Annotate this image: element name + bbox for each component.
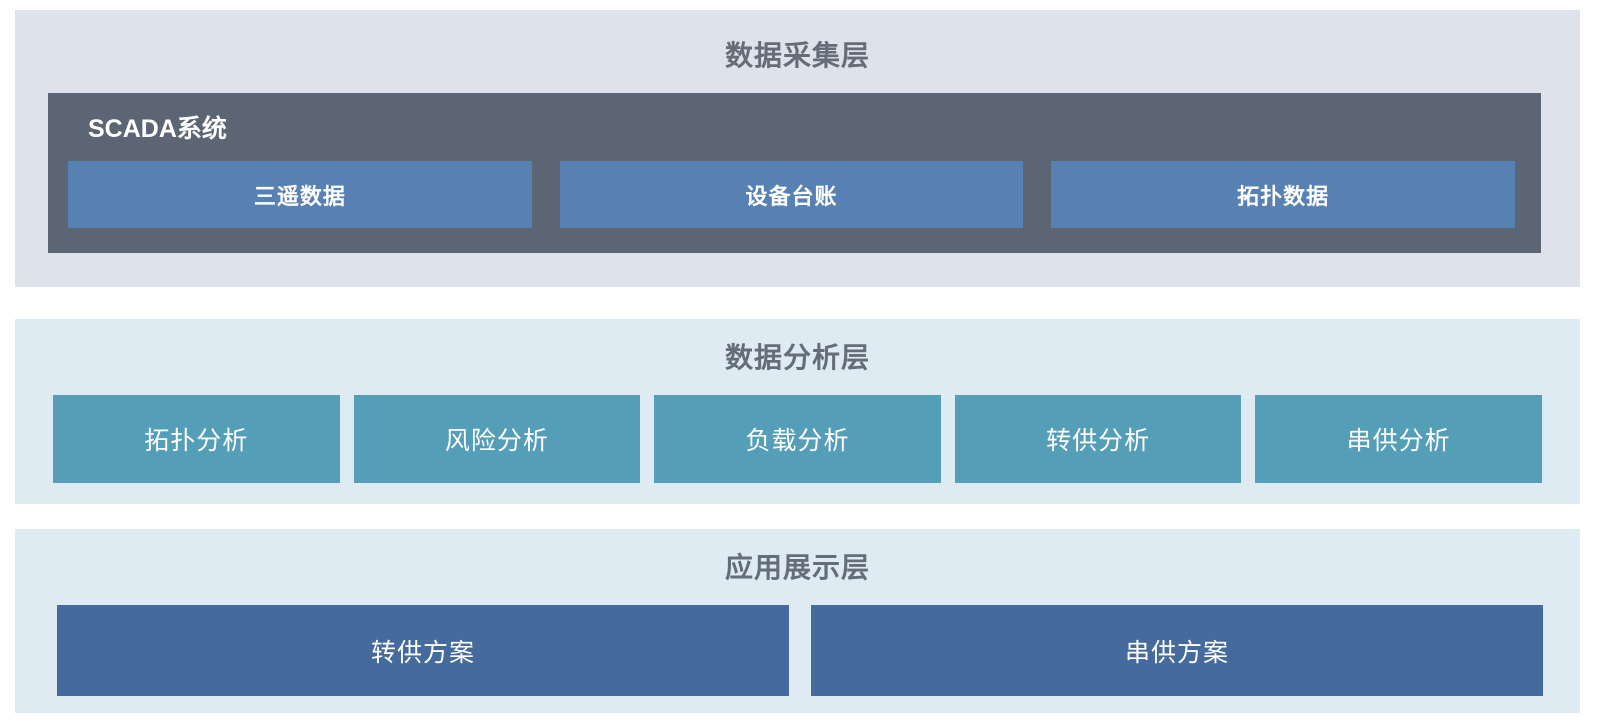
box-load-analysis: 负载分析 [654,395,941,483]
box-cascade-supply-analysis: 串供分析 [1255,395,1542,483]
box-transfer-supply-plan: 转供方案 [57,605,789,696]
box-topology-data: 拓扑数据 [1051,161,1516,228]
layer-application-display-title: 应用展示层 [724,552,870,583]
layer-application-display: 应用展示层 转供方案 串供方案 [15,529,1580,713]
box-topology-analysis: 拓扑分析 [53,395,340,483]
box-cascade-supply-plan: 串供方案 [811,605,1543,696]
layer-data-collection-title: 数据采集层 [724,40,870,71]
box-equipment-ledger: 设备台账 [559,161,1024,228]
scada-data-row: 三遥数据 设备台账 拓扑数据 [68,161,1516,228]
scada-system-label: SCADA系统 [88,115,227,143]
layer-data-analysis: 数据分析层 拓扑分析 风险分析 负载分析 转供分析 串供分析 [15,319,1580,504]
application-row: 转供方案 串供方案 [57,605,1543,696]
box-risk-analysis: 风险分析 [353,395,641,483]
layer-data-collection: 数据采集层 SCADA系统 三遥数据 设备台账 拓扑数据 [15,10,1580,287]
box-transfer-supply-analysis: 转供分析 [954,395,1242,483]
scada-system-container: SCADA系统 三遥数据 设备台账 拓扑数据 [48,93,1541,253]
analysis-row: 拓扑分析 风险分析 负载分析 转供分析 串供分析 [53,395,1542,483]
layer-data-analysis-title: 数据分析层 [724,342,870,373]
box-telemetry-data: 三遥数据 [68,161,532,228]
